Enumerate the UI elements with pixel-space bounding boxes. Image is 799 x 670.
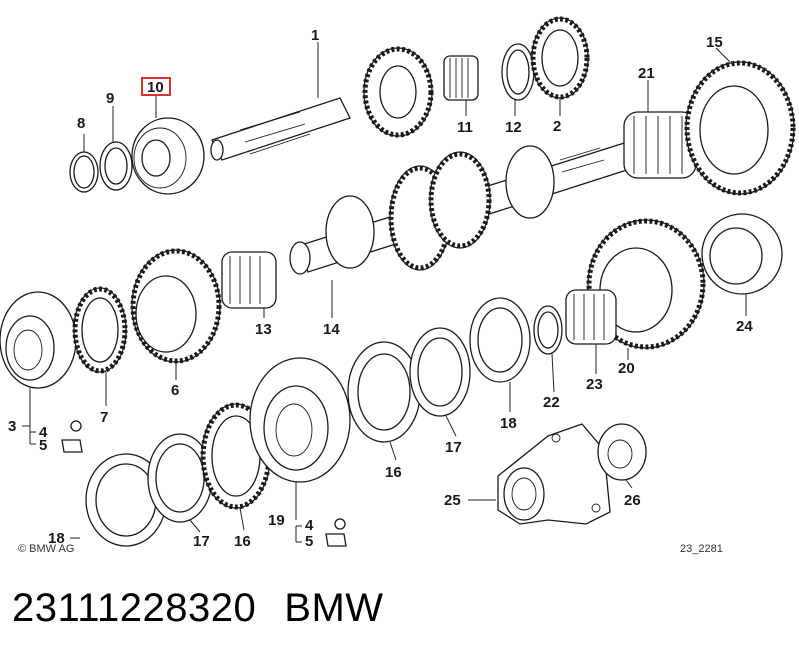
part-caption: 23111228320 BMW xyxy=(12,586,384,631)
callout-7[interactable]: 7 xyxy=(100,409,108,426)
callout-16-lower[interactable]: 16 xyxy=(234,533,251,550)
callout-17-middle[interactable]: 17 xyxy=(445,439,462,456)
part-number: 23111228320 xyxy=(12,586,257,630)
callout-3[interactable]: 3 xyxy=(8,418,16,435)
callout-23[interactable]: 23 xyxy=(586,376,603,393)
highlight-box-part-10 xyxy=(141,77,171,96)
bearing-24 xyxy=(701,213,783,295)
synchro-ring-17-middle xyxy=(409,327,471,417)
leader-lines xyxy=(22,42,747,543)
diagram-id: 23_2281 xyxy=(680,543,723,555)
brand-name: BMW xyxy=(284,586,384,630)
callout-25[interactable]: 25 xyxy=(444,492,461,509)
callout-9[interactable]: 9 xyxy=(106,90,114,107)
copyright-text: © BMW AG xyxy=(18,543,74,555)
circlip-8 xyxy=(69,151,99,193)
callout-4-right[interactable]: 4 xyxy=(305,517,314,534)
collar-nut-26 xyxy=(597,423,647,481)
callout-5-right[interactable]: 5 xyxy=(305,533,313,550)
callout-26[interactable]: 26 xyxy=(624,492,641,509)
circlip-22 xyxy=(533,305,563,355)
spring-4-right xyxy=(334,518,346,530)
callout-1[interactable]: 1 xyxy=(311,27,319,44)
callout-14[interactable]: 14 xyxy=(323,321,340,338)
callout-10[interactable]: 10 xyxy=(147,79,164,96)
needle-bearing-23 xyxy=(565,289,617,345)
callout-18-lower[interactable]: 18 xyxy=(48,530,65,547)
callout-12[interactable]: 12 xyxy=(505,119,522,136)
synchro-ring-18-upper xyxy=(469,297,531,383)
ring-18-lower xyxy=(85,453,167,547)
callout-15[interactable]: 15 xyxy=(706,34,723,51)
synchro-ring-7 xyxy=(72,286,128,374)
callout-21[interactable]: 21 xyxy=(638,65,655,82)
exploded-gearbox-diagram: 1 2 3 4 5 6 7 8 9 10 11 12 13 14 15 16 1… xyxy=(0,16,796,555)
pressure-piece-5-left xyxy=(61,439,83,453)
needle-bearing-13 xyxy=(221,251,277,309)
circlip-12 xyxy=(501,43,535,101)
shim-9 xyxy=(99,141,133,191)
input-gear xyxy=(362,46,434,138)
main-shaft-14 xyxy=(289,137,653,275)
synchro-ring-17-lower xyxy=(147,433,213,523)
callout-19[interactable]: 19 xyxy=(268,512,285,529)
callout-24[interactable]: 24 xyxy=(736,318,753,335)
callout-8[interactable]: 8 xyxy=(77,115,85,132)
gear-6 xyxy=(130,248,222,364)
callout-4-left[interactable]: 4 xyxy=(39,424,48,441)
callout-18-upper[interactable]: 18 xyxy=(500,415,517,432)
pressure-piece-5-right xyxy=(325,533,347,547)
callout-5-left[interactable]: 5 xyxy=(39,437,47,454)
output-flange-25 xyxy=(497,423,611,525)
needle-bearing-11 xyxy=(443,55,479,101)
callout-16-middle[interactable]: 16 xyxy=(385,464,402,481)
gear-15 xyxy=(684,60,796,196)
synchro-ring-16-middle xyxy=(347,341,421,443)
callout-13[interactable]: 13 xyxy=(255,321,272,338)
callout-6[interactable]: 6 xyxy=(171,382,179,399)
synchro-ring-2 xyxy=(530,16,590,100)
callout-2[interactable]: 2 xyxy=(553,118,561,135)
ball-bearing-10 xyxy=(131,117,205,195)
synchro-hub-19 xyxy=(249,357,351,483)
spring-4-left xyxy=(70,420,82,432)
callout-17-lower[interactable]: 17 xyxy=(193,533,210,550)
synchro-hub-3 xyxy=(0,291,77,389)
callout-22[interactable]: 22 xyxy=(543,394,560,411)
needle-bearing-21 xyxy=(623,111,697,179)
gear-20 xyxy=(586,218,706,350)
callout-20[interactable]: 20 xyxy=(618,360,635,377)
callout-11[interactable]: 11 xyxy=(457,119,473,136)
